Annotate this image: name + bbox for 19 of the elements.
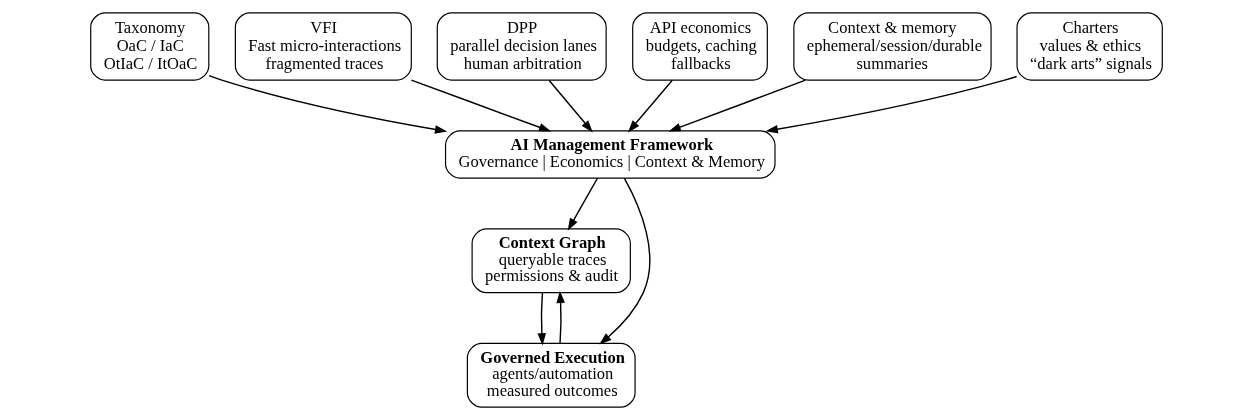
node-box: Governed Execution agents/automation measured outcomes <box>466 342 636 408</box>
node-box: API economics budgets, caching fallbacks <box>632 12 768 81</box>
arrow <box>548 79 593 133</box>
arrow <box>599 177 651 345</box>
arrow <box>627 79 673 133</box>
node-box: Context & memory ephemeral/session/durable summaries <box>793 12 992 81</box>
arrow <box>668 79 807 132</box>
arrow <box>567 177 599 231</box>
arrow <box>765 75 1018 134</box>
node-box: AI Management Framework Governance | Economics | Context & Memory <box>444 130 776 179</box>
node-box: Taxonomy OaC / IaC OtIaC / ItOaC <box>90 12 210 81</box>
node-box: Charters values & ethics “dark arts” signals <box>1016 12 1163 81</box>
arrow <box>208 75 448 134</box>
node-box: Context Graph queryable traces permissions & audit <box>471 228 631 294</box>
arrow <box>556 290 565 344</box>
arrow <box>537 292 547 346</box>
arrow <box>410 79 552 132</box>
node-box: VFI Fast micro-interactions fragmented traces <box>234 12 412 81</box>
node-box: DPP parallel decision lanes human arbitration <box>436 12 607 81</box>
